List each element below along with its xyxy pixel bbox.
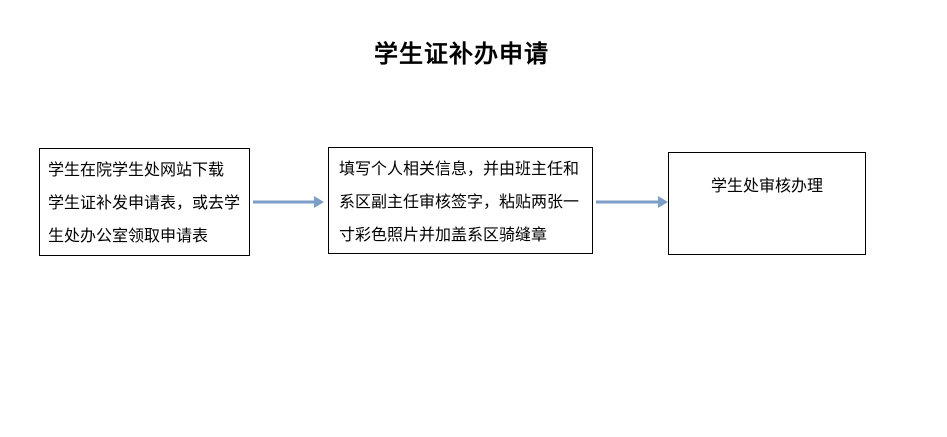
flow-step-3: 学生处审核办理 bbox=[668, 152, 866, 255]
page-title: 学生证补办申请 bbox=[374, 39, 549, 68]
arrowhead-right-icon bbox=[314, 195, 324, 208]
arrow-shaft bbox=[596, 200, 660, 203]
flow-arrow-1 bbox=[253, 195, 324, 208]
flow-step-1-text: 学生在院学生处网站下载 学生证补发申请表，或去学 生处办公室领取申请表 bbox=[48, 160, 241, 245]
flow-step-2-text: 填写个人相关信息，并由班主任和 系区副主任审核签字，粘贴两张一 寸彩色照片并加盖… bbox=[339, 159, 580, 244]
flow-step-1: 学生在院学生处网站下载 学生证补发申请表，或去学 生处办公室领取申请表 bbox=[39, 148, 250, 256]
flow-step-2: 填写个人相关信息，并由班主任和 系区副主任审核签字，粘贴两张一 寸彩色照片并加盖… bbox=[328, 147, 593, 254]
arrow-shaft bbox=[253, 200, 316, 203]
flow-arrow-2 bbox=[596, 195, 668, 208]
arrowhead-right-icon bbox=[658, 195, 668, 208]
flow-step-3-text: 学生处审核办理 bbox=[710, 176, 823, 195]
